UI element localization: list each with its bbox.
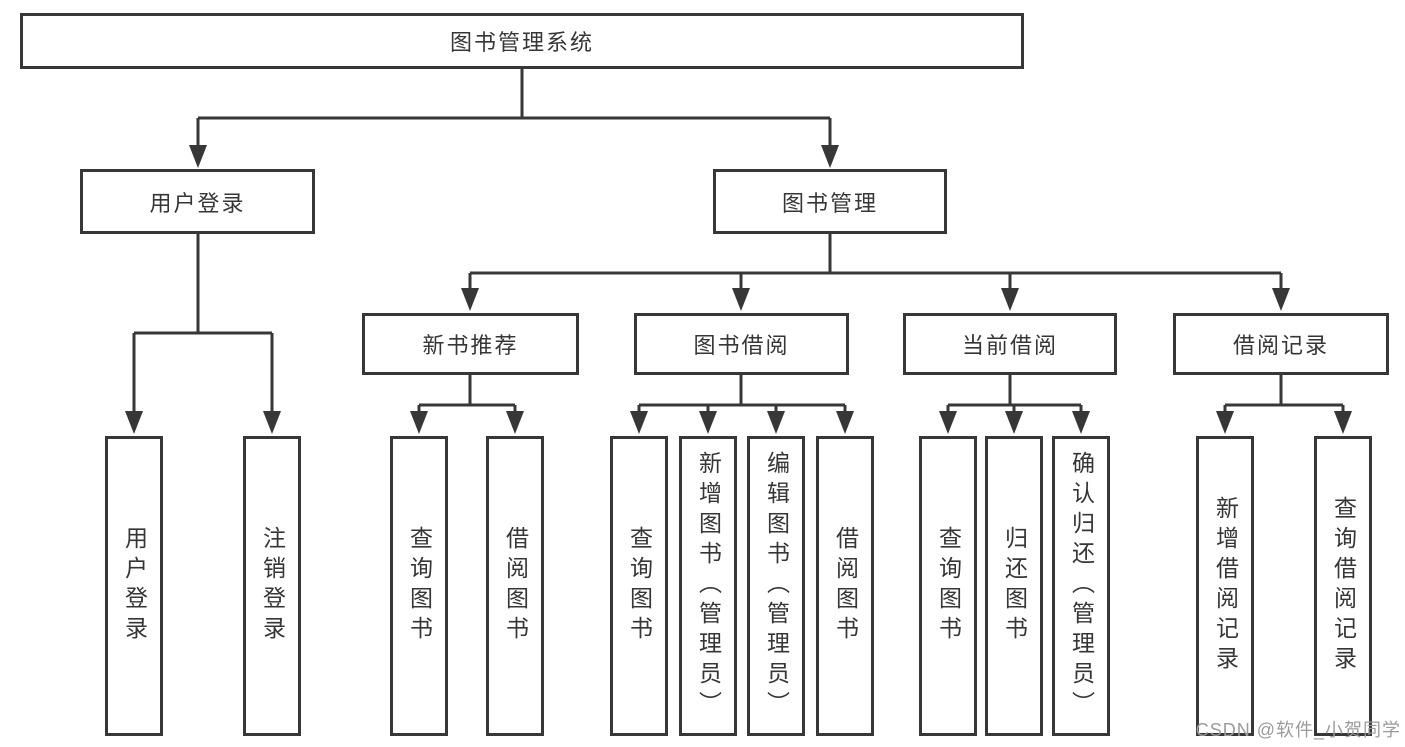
arrow-icon <box>1072 411 1090 434</box>
leaf-confirm-return-admin: 确认归还（管理员） <box>1052 436 1110 736</box>
leaf-borrow-books-recommend: 借阅图书 <box>486 436 544 736</box>
node-new-book-recommend: 新书推荐 <box>362 313 579 375</box>
arrow-icon <box>836 411 854 434</box>
node-book-management: 图书管理 <box>713 169 947 234</box>
arrow-icon <box>1216 411 1234 434</box>
arrow-icon <box>767 411 785 434</box>
leaf-user-login: 用户登录 <box>105 436 163 736</box>
arrow-icon <box>1005 411 1023 434</box>
arrow-icon <box>732 288 750 311</box>
node-current-borrow: 当前借阅 <box>903 313 1117 375</box>
arrowheads <box>125 145 1352 434</box>
arrow-icon <box>1001 288 1019 311</box>
arrow-icon <box>699 411 717 434</box>
connector-book-borrow-to-leaves <box>637 375 847 418</box>
leaf-add-book-admin: 新增图书（管理员） <box>679 436 737 736</box>
arrow-icon <box>263 411 281 434</box>
connector-user-login-to-leaves <box>132 234 274 418</box>
csdn-watermark: CSDN @软件_小贺同学 <box>1195 720 1401 740</box>
arrow-icon <box>1334 411 1352 434</box>
leaf-query-borrow-record: 查询借阅记录 <box>1314 436 1372 736</box>
arrow-icon <box>410 411 428 434</box>
connector-root-to-level2 <box>196 69 832 150</box>
leaf-logout: 注销登录 <box>243 436 301 736</box>
arrow-icon <box>821 145 839 168</box>
arrow-icon <box>189 145 207 168</box>
arrow-icon <box>461 288 479 311</box>
leaf-add-borrow-record: 新增借阅记录 <box>1196 436 1254 736</box>
leaf-query-books-recommend: 查询图书 <box>390 436 448 736</box>
leaf-edit-book-admin: 编辑图书（管理员） <box>747 436 805 736</box>
connector-book-mgmt-to-level3 <box>468 234 1283 295</box>
node-borrow-records: 借阅记录 <box>1173 313 1389 375</box>
connector-new-book-to-leaves <box>417 375 517 418</box>
node-book-borrow: 图书借阅 <box>634 313 849 375</box>
connector-borrow-records-to-leaves <box>1223 375 1345 418</box>
leaf-return-book: 归还图书 <box>985 436 1043 736</box>
leaf-borrow-books: 借阅图书 <box>816 436 874 736</box>
node-user-login: 用户登录 <box>80 169 315 234</box>
arrow-icon <box>506 411 524 434</box>
leaf-query-books-borrow: 查询图书 <box>610 436 668 736</box>
arrow-icon <box>939 411 957 434</box>
arrow-icon <box>1272 288 1290 311</box>
leaf-query-books-current: 查询图书 <box>919 436 977 736</box>
node-root-system: 图书管理系统 <box>20 13 1024 69</box>
arrow-icon <box>630 411 648 434</box>
arrow-icon <box>125 411 143 434</box>
